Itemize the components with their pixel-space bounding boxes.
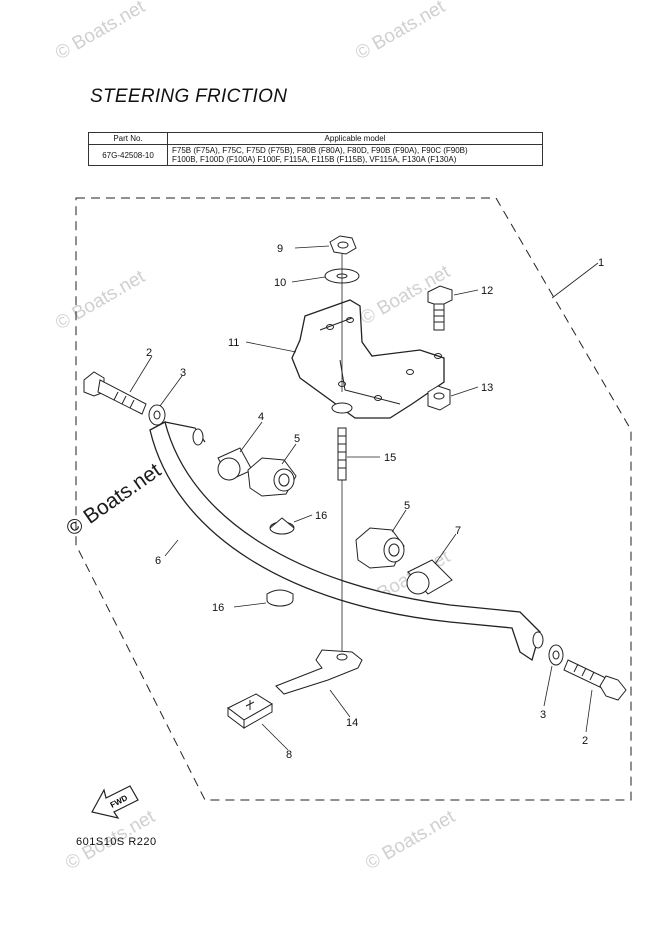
nut-5-upper <box>247 457 297 497</box>
bracket-boss <box>331 402 353 414</box>
diagram-code: 601S10S R220 <box>76 836 157 848</box>
watermark-text: © Boats.net <box>362 806 459 874</box>
bracket-hole <box>434 353 442 359</box>
grommet-16-lower <box>266 589 294 607</box>
bracket-hole <box>406 369 414 375</box>
callout-2: 2 <box>146 347 152 359</box>
callout-10: 10 <box>274 277 286 289</box>
callout-15: 15 <box>384 452 396 464</box>
page-title: STEERING FRICTION <box>90 86 288 107</box>
callout-16-lower: 16 <box>212 602 224 614</box>
nut-13 <box>427 385 451 411</box>
washer-3-right <box>548 644 564 666</box>
label-8 <box>227 693 273 729</box>
arm-hole-left <box>192 428 204 446</box>
callout-5-lower: 5 <box>404 500 410 512</box>
bracket-hole <box>346 317 354 323</box>
bolt-2-right <box>563 659 627 701</box>
callouts: 1 2 3 4 5 6 7 8 9 10 11 12 13 14 15 16 1… <box>146 243 604 761</box>
callout-13: 13 <box>481 382 493 394</box>
watermark-text: © Boats.net <box>52 266 149 334</box>
collar-7 <box>406 559 453 595</box>
callout-7: 7 <box>455 525 461 537</box>
table-row: 67G-42508-10 F75B (F75A), F75C, F75D (F7… <box>88 144 543 166</box>
callout-2-right: 2 <box>582 735 588 747</box>
bolt-12 <box>427 285 453 331</box>
callout-1: 1 <box>598 257 604 269</box>
callout-4: 4 <box>258 411 264 423</box>
bracket-hole <box>326 324 334 330</box>
plate-14 <box>275 649 363 695</box>
callout-5: 5 <box>294 433 300 445</box>
arm-hole-right <box>532 631 544 649</box>
watermark-text: © Boats.net <box>352 0 449 64</box>
callout-3: 3 <box>180 367 186 379</box>
assembly-boundary <box>75 197 632 801</box>
bracket-hole <box>374 395 382 401</box>
fwd-arrow-icon: FWD <box>91 785 139 819</box>
watermarks: © Boats.net © Boats.net © Boats.net © Bo… <box>52 0 459 874</box>
models-cell: F75B (F75A), F75C, F75D (F75B), F80B (F8… <box>167 144 543 166</box>
callout-6: 6 <box>155 555 161 567</box>
watermark-text: © Boats.net <box>52 0 149 64</box>
models-line-2: F100B, F100D (F100A) F100F, F115A, F115B… <box>172 155 457 164</box>
callout-11: 11 <box>228 337 239 349</box>
callout-8: 8 <box>286 749 292 761</box>
table-header-row: Part No. Applicable model <box>88 132 543 145</box>
applicability-table: Part No. Applicable model 67G-42508-10 F… <box>88 132 543 166</box>
washer-3-left <box>148 404 166 426</box>
nut-5-lower <box>355 527 405 569</box>
callout-9: 9 <box>277 243 283 255</box>
callout-3-right: 3 <box>540 709 546 721</box>
bolt-2-left <box>83 371 147 415</box>
stud-bolt-15 <box>337 427 347 481</box>
grommet-16-upper <box>269 517 295 535</box>
collar-4 <box>217 447 253 481</box>
leader-lines <box>129 245 599 751</box>
callout-16-upper: 16 <box>315 510 327 522</box>
nut-9 <box>329 235 357 255</box>
friction-arm <box>149 421 541 662</box>
callout-14: 14 <box>346 717 358 729</box>
models-line-1: F75B (F75A), F75C, F75D (F75B), F80B (F8… <box>172 146 468 155</box>
callout-12: 12 <box>481 285 493 297</box>
